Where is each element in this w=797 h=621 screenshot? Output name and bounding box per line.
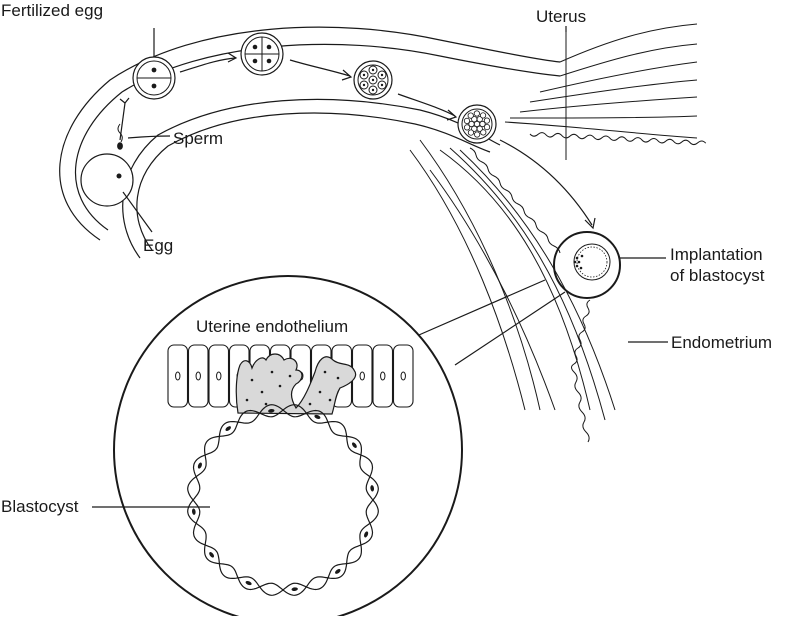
endothelial-cell — [394, 345, 414, 407]
endometrium-label: Endometrium — [671, 333, 772, 353]
four-cell-stage — [241, 33, 283, 75]
morula-cell — [468, 113, 473, 118]
morula-cell — [474, 132, 479, 137]
morula-cell — [484, 118, 489, 123]
zoom-connectors — [412, 280, 565, 365]
morula-cell — [474, 111, 479, 116]
zygote — [133, 57, 175, 99]
blastocyst-label: Blastocyst — [1, 497, 78, 517]
endothelial-cell — [209, 345, 229, 407]
egg-label: Egg — [143, 236, 173, 256]
uterine-endothelium-label: Uterine endothelium — [196, 317, 348, 337]
late-morula — [458, 105, 496, 143]
sperm-label: Sperm — [173, 129, 223, 149]
implantation-label-line1: Implantation — [670, 245, 763, 265]
implanting-blastocyst — [554, 232, 620, 298]
uterus-wall — [410, 24, 706, 442]
morula-cell — [468, 130, 473, 135]
endothelial-cell — [189, 345, 209, 407]
endothelial-cell — [168, 345, 188, 407]
uterus-label: Uterus — [536, 7, 586, 27]
morula-cell — [484, 124, 489, 129]
morula-cell — [481, 130, 486, 135]
morula — [354, 61, 392, 99]
implantation-label-line2: of blastocyst — [670, 266, 765, 286]
fertilized-egg-label: Fertilized egg — [1, 1, 103, 21]
egg — [81, 154, 133, 206]
morula-cell — [464, 118, 469, 123]
morula-cell — [480, 113, 485, 118]
oviduct — [60, 27, 560, 258]
endothelial-cell — [373, 345, 393, 407]
morula-cell — [464, 125, 469, 130]
